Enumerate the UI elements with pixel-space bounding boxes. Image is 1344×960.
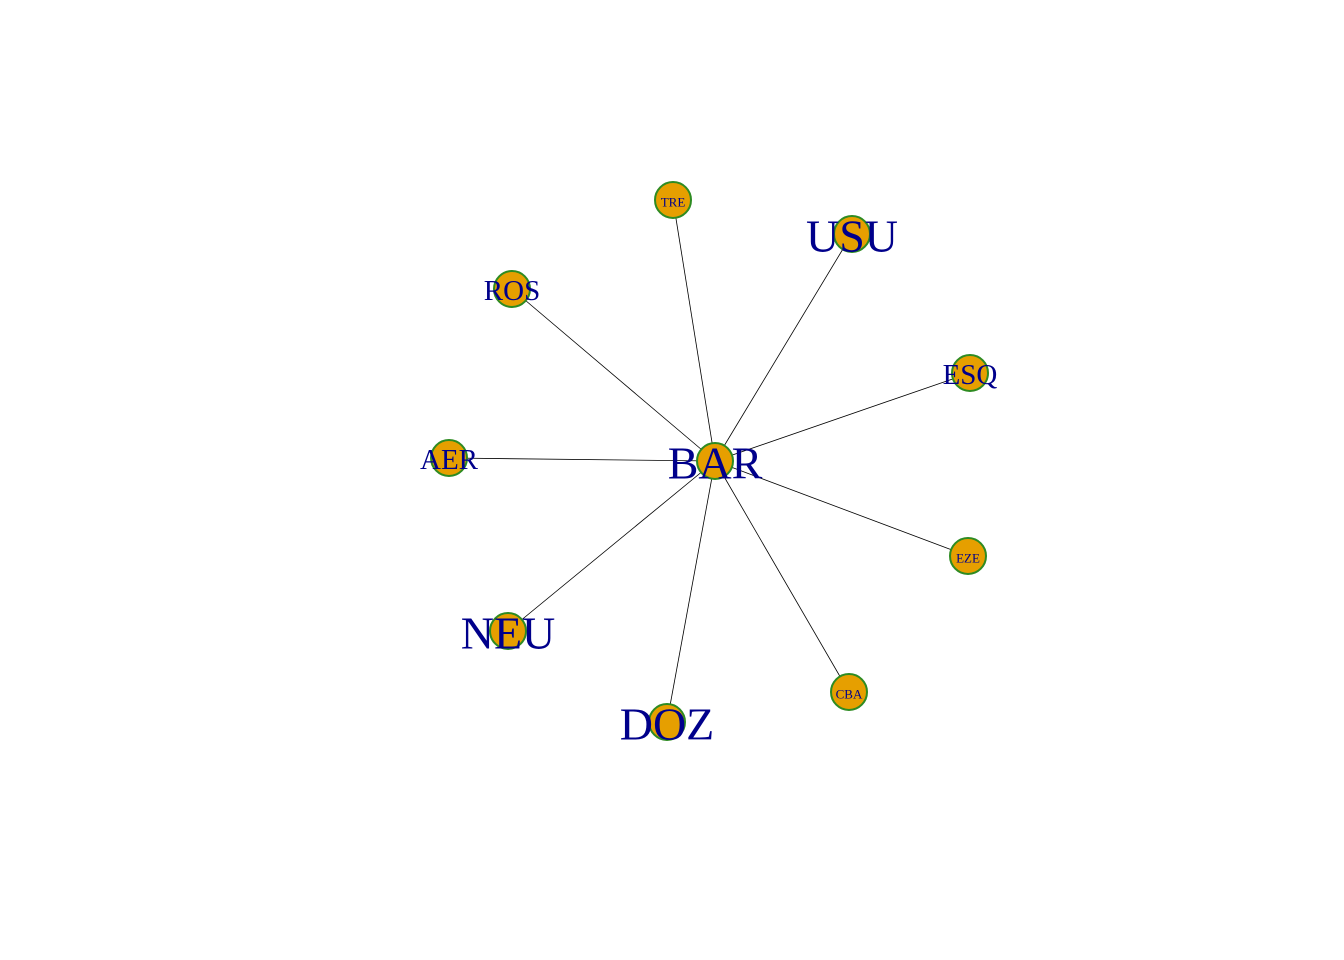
node-label-tre: TRE [661, 195, 686, 210]
node-bar: BAR [668, 438, 763, 489]
node-circle-neu [489, 612, 527, 650]
node-circle-ros [493, 270, 531, 308]
edge-bar-aer [448, 457, 716, 462]
node-circle-doz [648, 703, 686, 741]
node-circle-aer [430, 439, 468, 477]
node-label-esq: ESQ [943, 359, 998, 391]
node-circle-bar [696, 442, 734, 480]
edges-layer [448, 199, 971, 723]
node-circle-usu [833, 215, 871, 253]
node-tre: TRE [654, 181, 692, 219]
node-eze: EZE [949, 537, 987, 575]
node-usu: USU [806, 211, 898, 262]
node-ros: ROS [484, 270, 540, 308]
node-doz: DOZ [620, 699, 715, 750]
nodes-layer: BAR TRE USU ROS ESQ AER EZE NEU CBA DOZ [420, 181, 998, 750]
node-circle-cba [830, 673, 868, 711]
edge-bar-neu [507, 460, 716, 632]
node-neu: NEU [461, 608, 556, 659]
edge-bar-tre [672, 199, 716, 462]
node-label-cba: CBA [836, 687, 863, 702]
edge-bar-usu [714, 233, 853, 462]
node-circle-esq [951, 354, 989, 392]
node-label-bar: BAR [668, 438, 763, 489]
node-label-doz: DOZ [620, 699, 715, 750]
edge-bar-doz [666, 460, 716, 723]
node-cba: CBA [830, 673, 868, 711]
node-label-eze: EZE [956, 551, 980, 566]
node-circle-tre [654, 181, 692, 219]
node-label-usu: USU [806, 211, 898, 262]
edge-bar-cba [714, 460, 850, 693]
node-label-ros: ROS [484, 275, 540, 307]
node-label-neu: NEU [461, 608, 556, 659]
node-circle-eze [949, 537, 987, 575]
edge-bar-esq [714, 372, 971, 462]
edge-bar-ros [511, 288, 716, 462]
edge-bar-eze [714, 460, 969, 557]
node-esq: ESQ [943, 354, 998, 392]
node-label-aer: AER [420, 444, 479, 476]
node-aer: AER [420, 439, 479, 477]
